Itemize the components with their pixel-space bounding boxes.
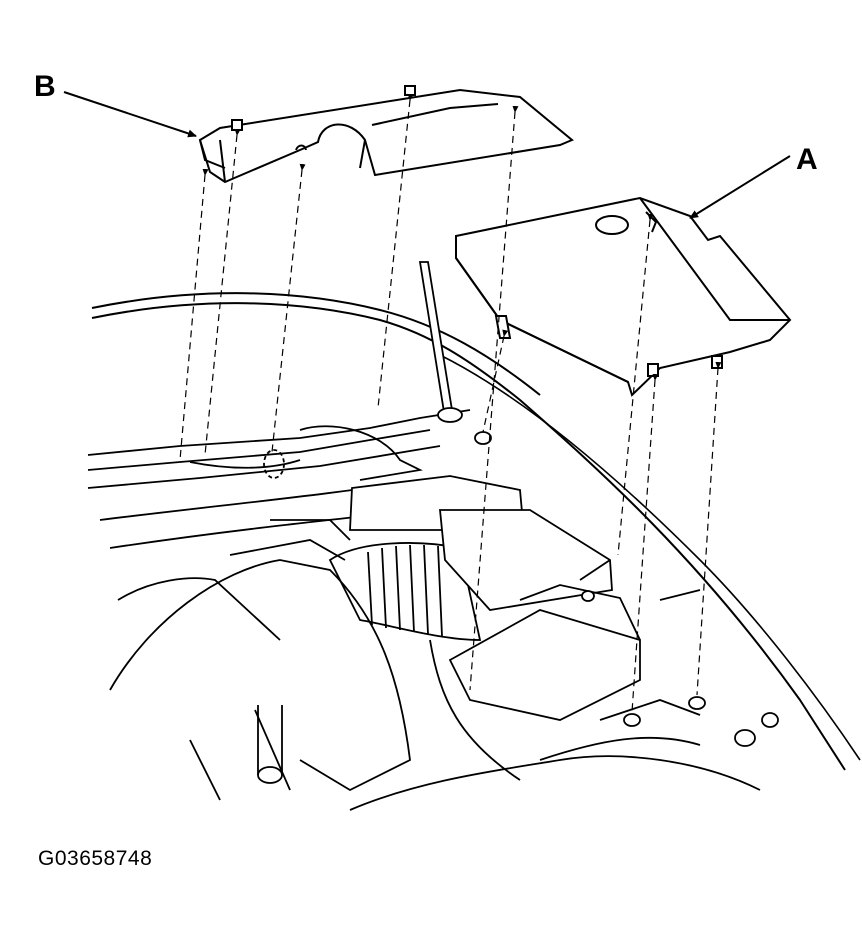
cover-a [456, 198, 790, 395]
callout-leaders [64, 92, 790, 218]
leader-a [689, 156, 790, 218]
wiper-arm [420, 262, 462, 422]
hood-edge [92, 293, 860, 770]
engine-block [110, 426, 778, 810]
cowl-strip [88, 410, 470, 548]
leader-b [64, 92, 197, 138]
installation-guide-lines [180, 93, 722, 712]
air-filter-box [350, 476, 640, 720]
cover-b [200, 86, 572, 182]
air-intake-hose [330, 543, 480, 640]
callout-label-b: B [34, 70, 56, 103]
figure-id: G03658748 [38, 847, 153, 870]
callout-label-a: A [796, 143, 818, 176]
